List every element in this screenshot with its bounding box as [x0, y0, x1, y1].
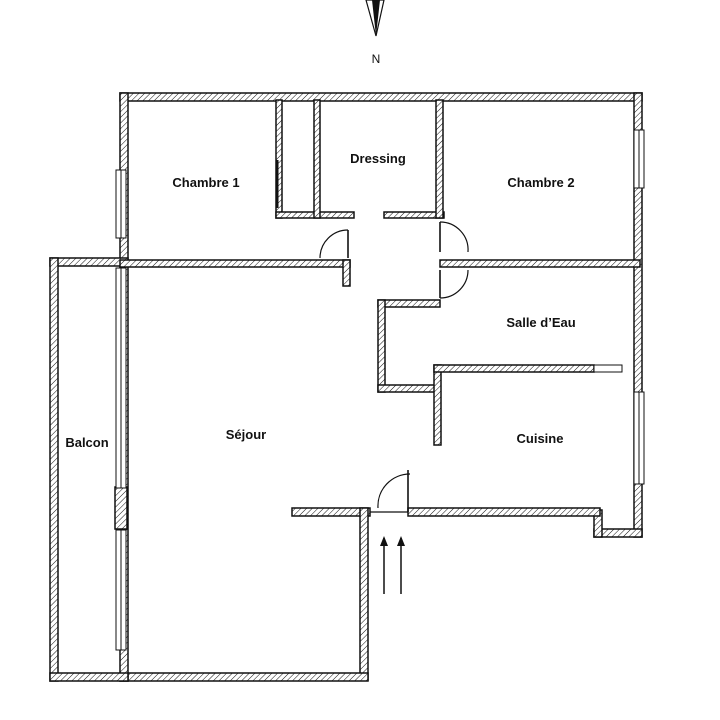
room-label-cuisine: Cuisine — [517, 431, 564, 446]
room-label-dressing: Dressing — [350, 151, 406, 166]
entrance-arrows-icon — [380, 536, 405, 594]
windows — [115, 129, 645, 651]
room-label-sejour: Séjour — [226, 427, 266, 442]
room-label-chambre2: Chambre 2 — [507, 175, 574, 190]
north-label: N — [372, 52, 381, 66]
room-label-chambre1: Chambre 1 — [172, 175, 239, 190]
interior-walls — [119, 99, 641, 446]
room-label-salle-eau: Salle d’Eau — [506, 315, 575, 330]
north-arrow-icon — [365, 0, 385, 37]
room-label-balcon: Balcon — [65, 435, 108, 450]
doors — [319, 221, 469, 513]
